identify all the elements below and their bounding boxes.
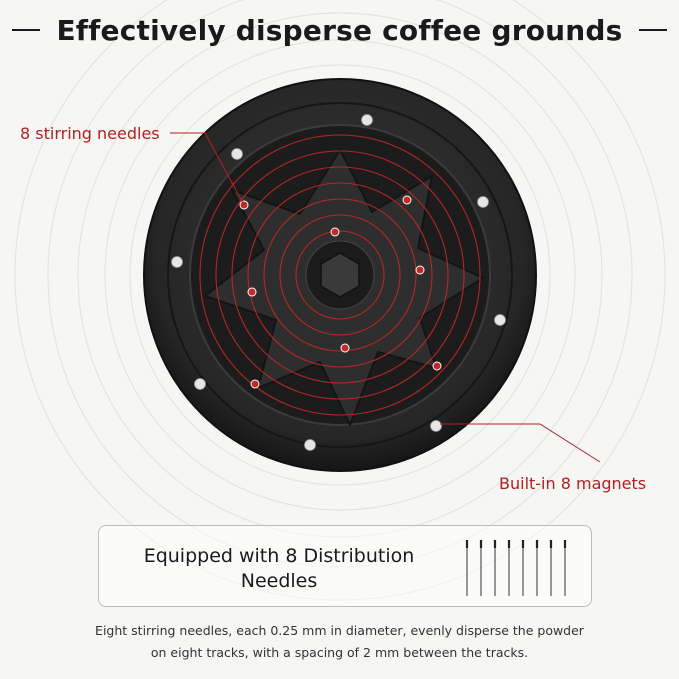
headline-text: Effectively disperse coffee grounds: [56, 13, 623, 47]
callout-needles-label: 8 stirring needles: [20, 124, 160, 143]
description-line1: Eight stirring needles, each 0.25 mm in …: [95, 623, 584, 638]
needle-set-illustration: [465, 540, 567, 596]
callout-magnets-label: Built-in 8 magnets: [499, 474, 647, 493]
headline-right-dash: [638, 29, 667, 31]
headline-left-dash: [12, 29, 41, 31]
info-title-line1: Equipped with 8 Distribution: [143, 545, 415, 567]
info-title-line2: Needles: [240, 570, 318, 592]
magnet-dots: [171, 114, 506, 451]
description: Eight stirring needles, each 0.25 mm in …: [60, 620, 619, 664]
description-line2: on eight tracks, with a spacing of 2 mm …: [150, 645, 529, 660]
info-box: Equipped with 8 Distribution Needles: [98, 525, 592, 607]
headline: Effectively disperse coffee grounds: [0, 10, 679, 50]
info-box-title: Equipped with 8 Distribution Needles: [129, 544, 429, 594]
